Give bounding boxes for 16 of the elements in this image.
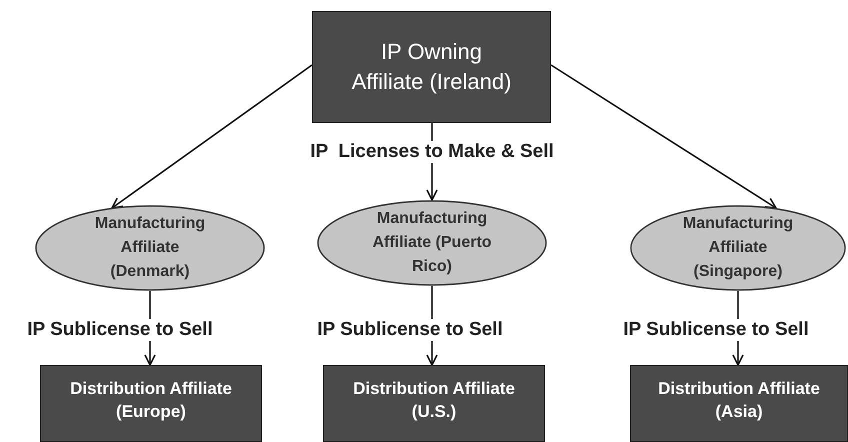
manufacturing-ellipse [630, 205, 846, 291]
node-text: Distribution Affiliate (Asia) [657, 378, 821, 423]
distribution-box [323, 365, 545, 442]
distribution-box [40, 365, 262, 442]
manufacturing-ellipse [35, 205, 265, 291]
node-text: IP Owning Affiliate (Ireland) [350, 38, 512, 96]
manufacturing-ellipse [317, 200, 547, 286]
distribution-box [630, 365, 848, 442]
node-text: Manufacturing Affiliate (Puerto Rico) [371, 209, 493, 277]
node-text: Distribution Affiliate (U.S.) [352, 378, 516, 423]
owner-box [312, 11, 551, 123]
node-text: Distribution Affiliate (Europe) [69, 378, 233, 423]
node-text: Manufacturing Affiliate (Singapore) [682, 214, 794, 282]
arrow [111, 64, 312, 209]
node-text: Manufacturing Affiliate (Denmark) [94, 214, 206, 282]
arrow [550, 64, 777, 209]
